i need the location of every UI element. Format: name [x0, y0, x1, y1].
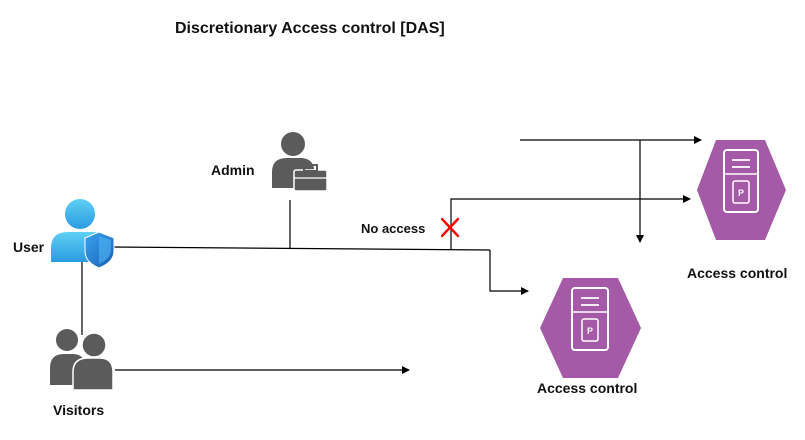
user-label: User: [13, 239, 45, 255]
svg-text:P: P: [738, 188, 744, 198]
users-group-icon: [50, 329, 114, 391]
blocked-path-connector: [450, 195, 691, 250]
access-control-secondary-label: Access control: [687, 265, 788, 281]
diagram-title: Discretionary Access control [DAS]: [175, 20, 445, 37]
user-shield-icon: [51, 199, 115, 269]
red-x-icon: [440, 217, 460, 238]
visitors-label: Visitors: [53, 402, 105, 418]
user-main-connector: [109, 246, 491, 251]
server-hexagon-icon: P: [697, 140, 786, 240]
user-to-access-control-arrow: [489, 250, 529, 295]
connectors: [81, 136, 702, 374]
admin-briefcase-icon: [272, 132, 328, 192]
no-access-label: No access: [361, 221, 426, 236]
server-hexagon-icon: P: [540, 278, 641, 378]
admin-label: Admin: [211, 162, 255, 178]
svg-text:P: P: [587, 326, 593, 336]
access-control-primary-label: Access control: [537, 380, 638, 396]
